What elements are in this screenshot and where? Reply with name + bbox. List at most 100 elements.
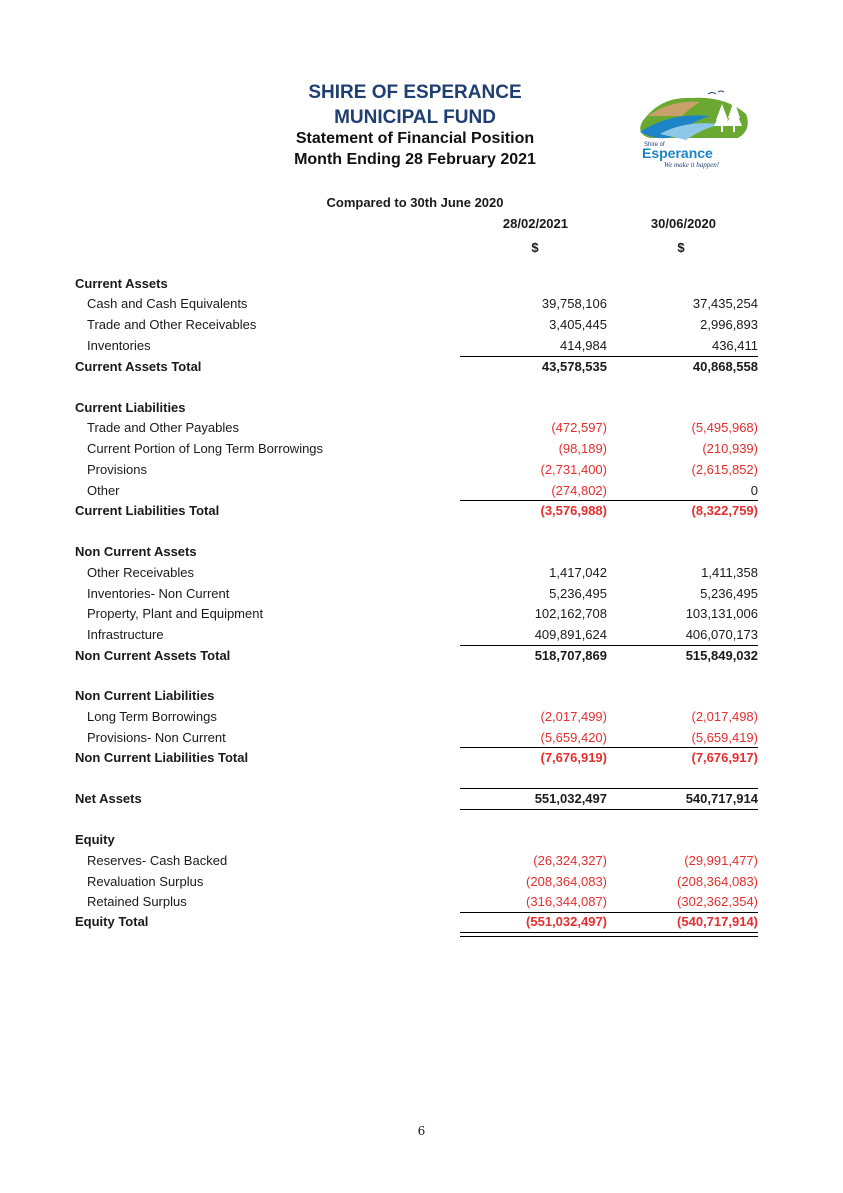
value-current: 414,984 <box>560 338 607 353</box>
row-label: Inventories- Non Current <box>87 586 230 601</box>
fund-title: MUNICIPAL FUND <box>334 107 496 128</box>
row-label: Net Assets <box>75 791 142 806</box>
total-rule <box>460 356 609 357</box>
row-label: Current Portion of Long Term Borrowings <box>87 441 324 456</box>
column-header-current: 28/02/2021 <box>502 216 568 231</box>
total-rule <box>609 788 758 789</box>
value-current: (98,189) <box>558 441 607 456</box>
row-label: Equity <box>75 832 115 847</box>
value-prior: (540,717,914) <box>677 914 758 929</box>
statement-row: Other(274,802)0 <box>75 481 758 501</box>
value-prior: 406,070,173 <box>685 627 758 642</box>
statement-row-heading: Current Assets Total 43,578,535 40,868,558 <box>75 357 758 377</box>
double-rule <box>609 932 758 937</box>
value-prior: (210,939) <box>702 441 758 456</box>
total-rule <box>609 747 758 748</box>
statement-row-heading: Equity <box>75 830 758 850</box>
value-prior: 37,435,254 <box>692 296 758 311</box>
row-label: Current Assets <box>75 276 168 291</box>
value-current: 3,405,445 <box>549 317 607 332</box>
value-current: (316,344,087) <box>526 894 607 909</box>
statement-row: Property, Plant and Equipment 102,162,708… <box>75 604 758 624</box>
value-current: 1,417,042 <box>549 565 607 580</box>
value-prior: 2,996,893 <box>700 317 758 332</box>
row-label: Current Assets Total <box>75 359 202 374</box>
logo-shire-of: Shire of <box>644 142 665 148</box>
comparison-label: Compared to 30th June 2020 <box>326 195 504 210</box>
row-label: Cash and Cash Equivalents <box>87 296 248 311</box>
row-label: Current Liabilities Total <box>75 503 220 518</box>
value-current: (3,576,988) <box>540 503 608 518</box>
column-header-prior: 30/06/2020 <box>650 216 716 231</box>
statement-row: Reserves- Cash Backed(26,324,327)(29,991… <box>75 851 758 871</box>
row-label: Trade and Other Receivables <box>87 317 257 332</box>
value-current: 409,891,624 <box>534 627 607 642</box>
total-rule <box>460 788 609 789</box>
value-prior: (5,659,419) <box>691 730 759 745</box>
statement-row-heading: Non Current Liabilities Total(7,676,919)… <box>75 748 758 768</box>
period-title: Month Ending 28 February 2021 <box>294 151 536 168</box>
value-prior: 515,849,032 <box>685 648 758 663</box>
value-current: (2,731,400) <box>540 462 608 477</box>
total-rule <box>460 645 609 646</box>
currency-label-prior: $ <box>677 240 685 255</box>
statement-row: Provisions (2,731,400) (2,615,852) <box>75 460 758 480</box>
row-label: Revaluation Surplus <box>87 874 204 889</box>
statement-row-heading: Current Liabilities <box>75 398 758 418</box>
total-rule <box>609 809 758 810</box>
logo-tagline: We make it happen! <box>664 161 720 169</box>
statement-row-heading: Current Liabilities Total (3,576,988) (8,3… <box>75 501 758 521</box>
value-prior: 0 <box>750 483 758 498</box>
row-label: Current Liabilities <box>75 400 186 415</box>
value-current: (26,324,327) <box>533 853 607 868</box>
value-current: (2,017,499) <box>540 709 608 724</box>
row-label: Reserves- Cash Backed <box>87 853 228 868</box>
value-current: (5,659,420) <box>540 730 608 745</box>
logo-name: Esperance <box>642 145 713 161</box>
total-rule <box>609 912 758 913</box>
statement-row: Long Term Borrowings(2,017,499)(2,017,49… <box>75 707 758 727</box>
shire-logo-icon: Shire of Esperance We make it happen! <box>640 90 748 169</box>
statement-row: Other Receivables 1,417,042 1,411,358 <box>75 563 758 583</box>
statement-row: Trade and Other Payables(472,597)(5,495,… <box>75 418 758 438</box>
row-label: Provisions <box>87 462 147 477</box>
statement-row: Current Portion of Long Term Borrowings (… <box>75 439 758 459</box>
value-prior: (8,322,759) <box>691 503 759 518</box>
total-rule <box>609 645 758 646</box>
value-prior: 540,717,914 <box>685 791 758 806</box>
row-label: Inventories <box>87 338 151 353</box>
value-prior: 40,868,558 <box>692 359 758 374</box>
statement-row: Retained Surplus (316,344,087) (302,362,35… <box>75 892 758 912</box>
value-current: 102,162,708 <box>534 606 607 621</box>
currency-label-current: $ <box>531 240 539 255</box>
total-rule <box>609 500 758 501</box>
statement-row-heading: Non Current Assets <box>75 542 758 562</box>
value-prior: 5,236,495 <box>700 586 758 601</box>
value-prior: (2,017,498) <box>691 709 759 724</box>
value-prior: 103,131,006 <box>685 606 758 621</box>
value-prior: 1,411,358 <box>701 565 758 580</box>
row-label: Retained Surplus <box>87 894 187 909</box>
value-current: 518,707,869 <box>534 648 607 663</box>
value-prior: (2,615,852) <box>691 462 759 477</box>
row-label: Property, Plant and Equipment <box>87 606 264 621</box>
value-current: 43,578,535 <box>541 359 607 374</box>
total-rule <box>460 500 609 501</box>
value-current: 39,758,106 <box>541 296 607 311</box>
row-label: Other Receivables <box>87 565 194 580</box>
value-prior: (302,362,354) <box>677 894 758 909</box>
row-label: Infrastructure <box>87 627 164 642</box>
row-label: Other <box>87 483 120 498</box>
statement-row-heading: Equity Total(551,032,497)(540,717,914) <box>75 912 758 932</box>
statement-row: Cash and Cash Equivalents 39,758,106 37,43… <box>75 294 758 314</box>
row-label: Non Current Liabilities Total <box>75 750 249 765</box>
value-prior: (5,495,968) <box>691 420 759 435</box>
org-title: SHIRE OF ESPERANCE <box>308 82 522 103</box>
total-rule <box>460 809 609 810</box>
statement-row: Revaluation Surplus(208,364,083)(208,364… <box>75 872 758 892</box>
statement-row-heading: Current Assets <box>75 274 758 294</box>
